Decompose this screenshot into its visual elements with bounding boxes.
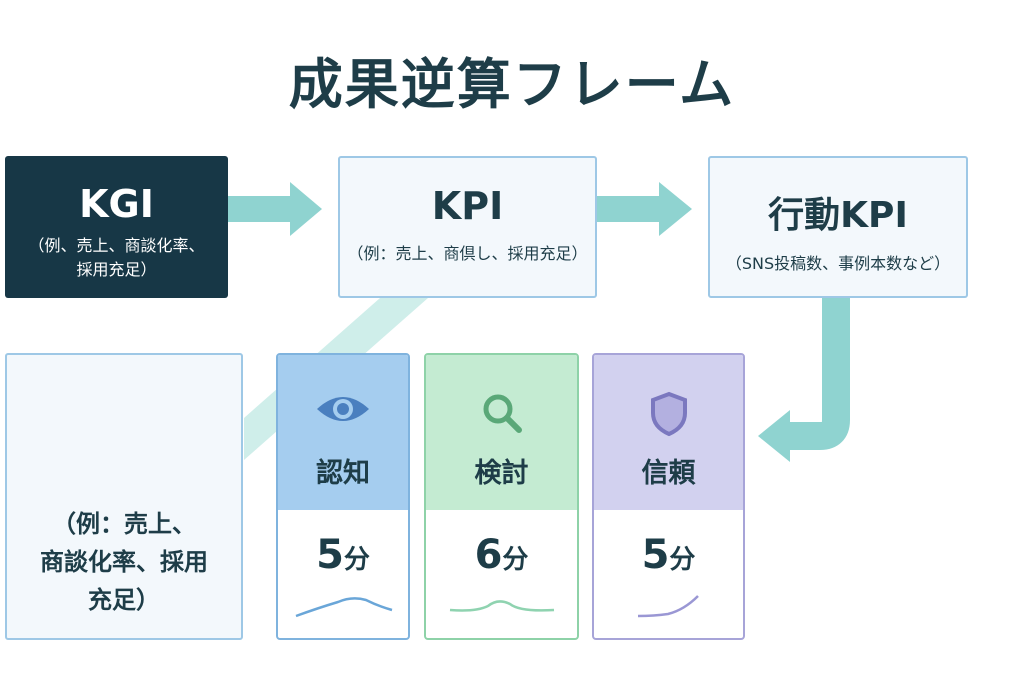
kgi-sub-line2: 採用充足） xyxy=(76,260,157,279)
card-label: 信頼 xyxy=(641,458,696,489)
card-value: 6 xyxy=(474,532,503,578)
card-unit: 分 xyxy=(343,545,370,575)
card-unit: 分 xyxy=(669,545,696,575)
card-label: 検討 xyxy=(474,458,529,489)
example-line3: 充足） xyxy=(88,586,160,614)
sparkline xyxy=(637,595,699,618)
card-awareness: 認知 5分 xyxy=(276,353,410,640)
card-value: 5 xyxy=(641,532,670,578)
action-kpi-box: 行動KPI （SNS投稿数、事例本数など） xyxy=(708,156,968,298)
kpi-sub: （例：売上、商倶し、採用充足） xyxy=(347,244,588,263)
example-box: （例：売上、 商談化率、採用 充足） xyxy=(5,353,243,640)
sparkline xyxy=(295,597,393,618)
magnifier-icon xyxy=(483,394,522,433)
card-consideration: 検討 6分 xyxy=(424,353,579,640)
arrow-action-to-cards xyxy=(758,298,850,462)
page-title: 成果逆算フレーム xyxy=(288,53,736,116)
action-kpi-heading: 行動KPI xyxy=(768,195,908,236)
example-line1: （例：売上、 xyxy=(52,510,196,538)
arrow-kgi-to-kpi xyxy=(228,182,322,236)
kgi-heading: KGI xyxy=(79,182,154,226)
kpi-heading: KPI xyxy=(431,184,504,228)
action-kpi-sub: （SNS投稿数、事例本数など） xyxy=(725,254,951,273)
kgi-box: KGI （例、売上、商談化率、 採用充足） xyxy=(5,156,228,298)
kgi-sub-line1: （例、売上、商談化率、 xyxy=(28,236,205,255)
sparkline xyxy=(449,600,555,612)
shield-icon xyxy=(650,391,687,437)
eye-icon xyxy=(317,397,369,421)
kpi-box: KPI （例：売上、商倶し、採用充足） xyxy=(338,156,597,298)
example-line2: 商談化率、採用 xyxy=(40,548,208,576)
card-trust: 信頼 5分 xyxy=(592,353,745,640)
card-label: 認知 xyxy=(316,458,370,489)
arrow-kpi-to-action xyxy=(597,182,692,236)
card-unit: 分 xyxy=(502,545,529,575)
card-value: 5 xyxy=(316,532,344,578)
